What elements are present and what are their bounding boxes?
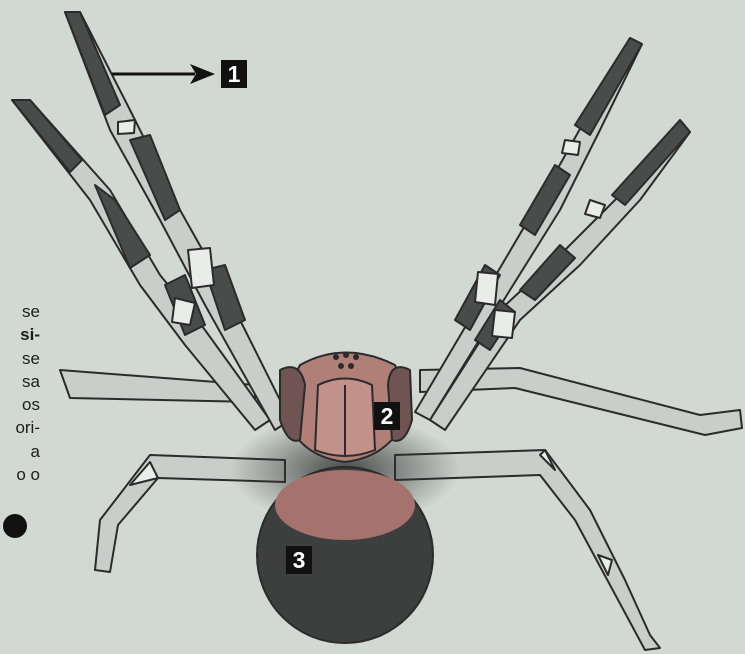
caption-line: se — [0, 347, 40, 370]
caption-line: ori- — [0, 416, 40, 439]
caption-line: os — [0, 393, 40, 416]
caption-line: se — [0, 300, 40, 323]
pointer-arrow — [112, 64, 215, 84]
marker-3: 3 — [286, 546, 312, 574]
inline-badge-icon — [3, 514, 27, 538]
caption-line: sa — [0, 370, 40, 393]
abdomen — [257, 467, 433, 643]
side-caption-text: se si- se sa os ori- a o o — [0, 300, 40, 486]
marker-2: 2 — [374, 402, 400, 430]
caption-line: a — [0, 440, 40, 463]
caption-line: o o — [0, 463, 40, 486]
caption-line: si- — [0, 323, 40, 346]
marker-1: 1 — [221, 60, 247, 88]
